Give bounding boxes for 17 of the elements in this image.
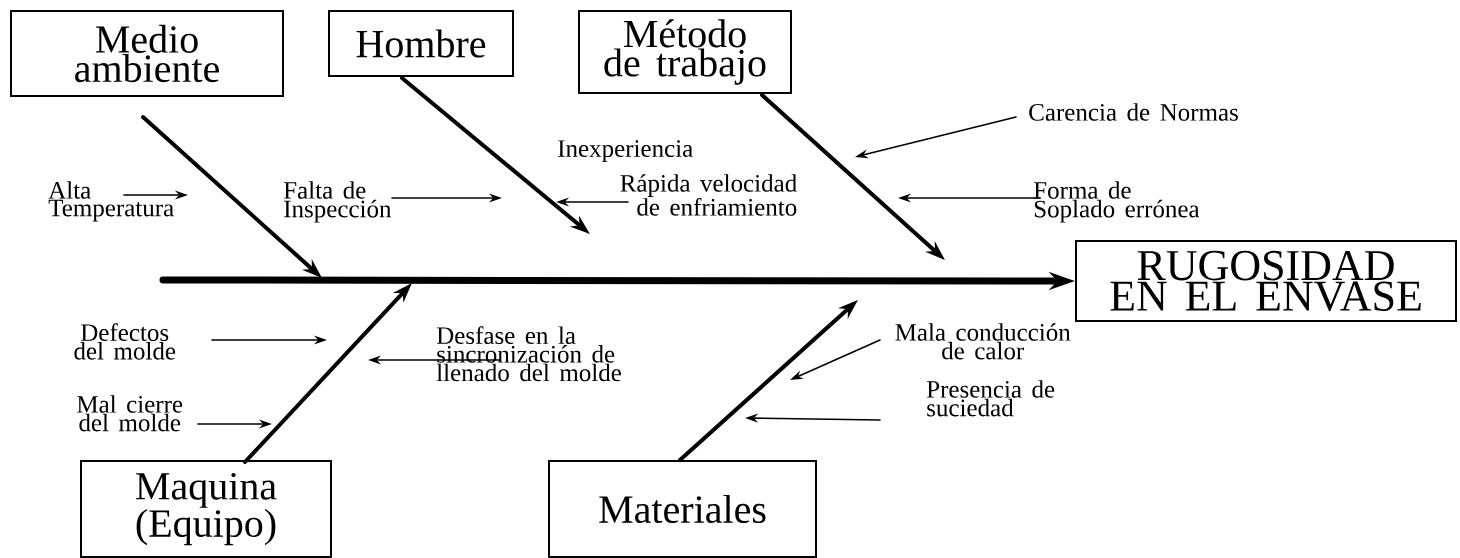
cause-label: Mal cierre del molde <box>77 395 183 432</box>
category-box: Hombre <box>328 10 514 77</box>
category-box: Materiales <box>548 460 817 558</box>
cause-label: Rápida velocidad de enfriamiento <box>620 174 797 216</box>
cause-label: Presencia de suciedad <box>926 380 1055 417</box>
cause-label: Carencia de Normas <box>1029 103 1238 121</box>
cause-label: Mala conducción de calor <box>895 323 1071 360</box>
effect-box: RUGOSIDAD EN EL ENVASE <box>1075 240 1457 322</box>
category-box: Medio ambiente <box>10 10 284 97</box>
cause-label: Defectos del molde <box>74 323 176 360</box>
category-box: Método de trabajo <box>578 10 792 94</box>
category-box: Maquina (Equipo) <box>80 460 332 558</box>
cause-label: Inexperiencia <box>558 140 693 163</box>
cause-label: Forma de Soplado errónea <box>1033 181 1200 223</box>
cause-label: Desfase en la sincronización de llenado del molde <box>436 326 621 382</box>
cause-label: Alta Temperatura <box>48 181 174 222</box>
cause-label: Falta de Inspección <box>283 181 392 223</box>
